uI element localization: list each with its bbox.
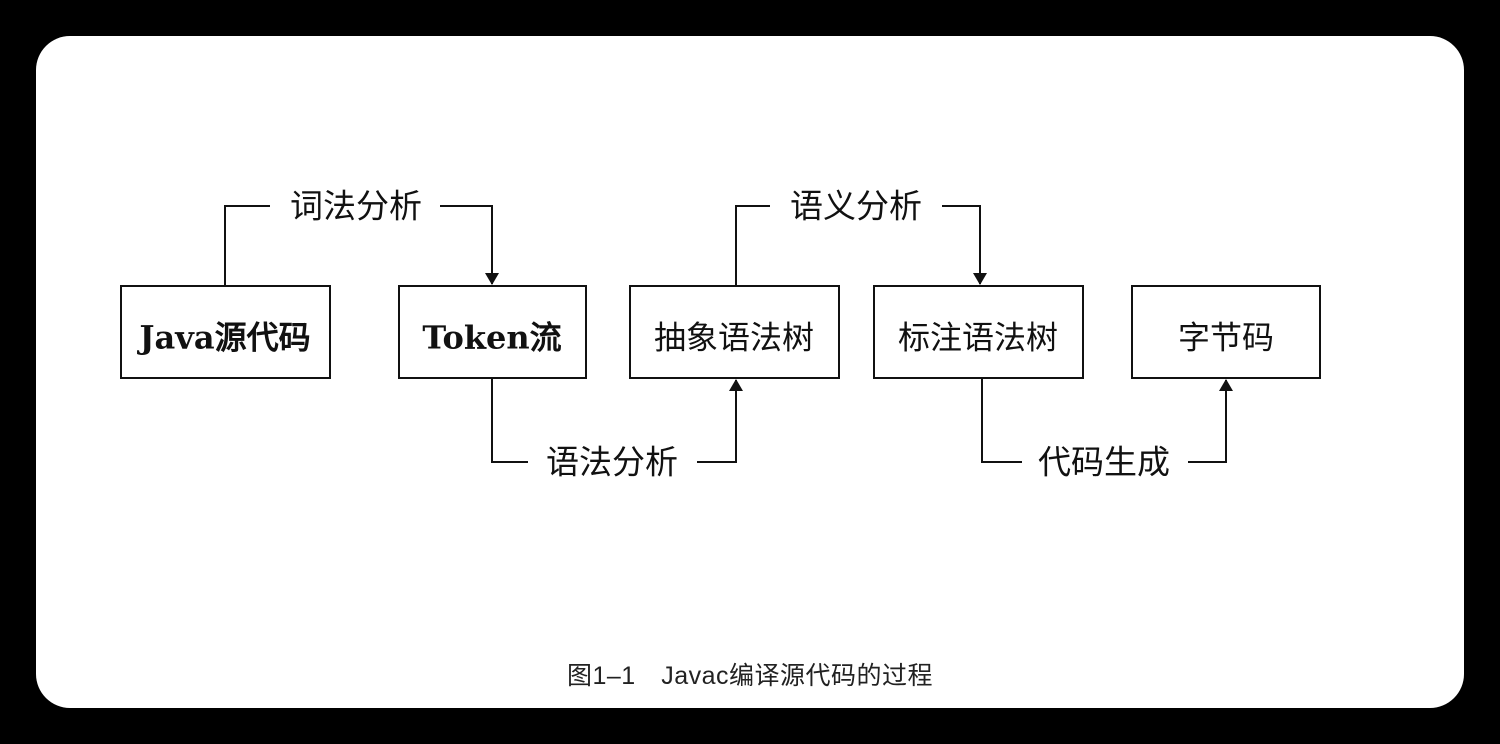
edge-lexical: 词法分析 <box>224 187 499 286</box>
edge-codegen: 代码生成 <box>981 378 1233 482</box>
edge-lexical-label: 词法分析 <box>290 187 422 226</box>
edge-semantic-label: 语义分析 <box>790 187 922 226</box>
figure-caption: 图1–1 Javac编译源代码的过程 <box>566 662 934 690</box>
node-java-source: Java源代码 <box>120 285 331 379</box>
node-token-stream: Token流 <box>398 285 587 379</box>
node-token-stream-label: Token流 <box>422 319 561 357</box>
node-ast: 抽象语法树 <box>629 285 840 379</box>
node-annotated-ast: 标注语法树 <box>873 285 1084 379</box>
edge-syntax-label: 语法分析 <box>546 443 678 482</box>
edge-codegen-label: 代码生成 <box>1038 443 1170 482</box>
node-ast-label: 抽象语法树 <box>654 319 814 357</box>
node-java-source-label: Java源代码 <box>136 319 310 357</box>
node-bytecode-label: 字节码 <box>1178 319 1274 357</box>
node-annotated-ast-label: 标注语法树 <box>898 319 1058 357</box>
edge-semantic: 语义分析 <box>735 187 987 286</box>
node-bytecode: 字节码 <box>1131 285 1321 379</box>
edge-syntax: 语法分析 <box>491 378 743 482</box>
